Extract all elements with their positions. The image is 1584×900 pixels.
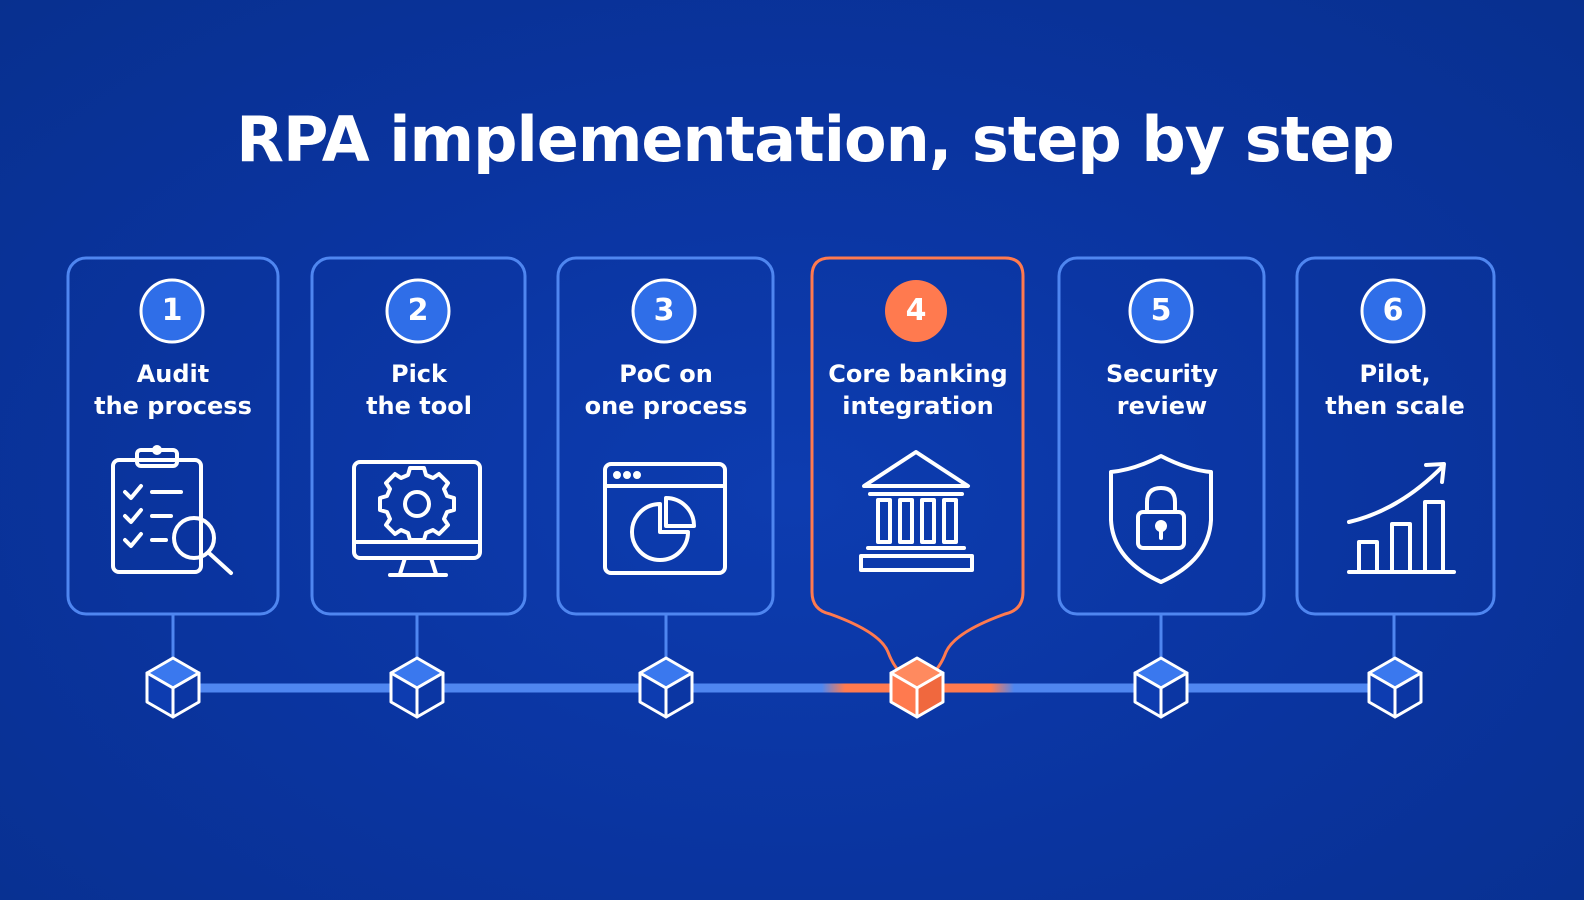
step-card-5	[1057, 256, 1266, 719]
step-label-4: Core banking integration	[813, 358, 1023, 422]
step-label-line1: Audit	[136, 360, 210, 388]
step-badge	[885, 280, 947, 342]
step-badge	[1128, 278, 1194, 344]
card-frame-highlighted	[810, 256, 1025, 678]
step-card-1	[66, 256, 280, 719]
step-label-line1: Security	[1105, 360, 1219, 388]
step-number-1: 1	[161, 293, 183, 328]
step-card-3	[556, 256, 775, 719]
step-label-6: Pilot, then scale	[1290, 358, 1500, 422]
step-label-line1: Pilot,	[1359, 360, 1431, 388]
cube-node	[389, 656, 445, 719]
step-badge	[631, 278, 697, 344]
step-label-line1: Core banking	[828, 360, 1008, 388]
step-label-line1: Pick	[390, 360, 447, 388]
step-card-6	[1295, 256, 1496, 719]
step-label-line2: one process	[584, 392, 748, 420]
page-title: RPA implementation, step by step	[236, 103, 1395, 176]
step-number-2: 2	[407, 293, 429, 328]
step-label-3: PoC on one process	[561, 358, 771, 422]
shield-lock-icon	[1109, 454, 1213, 584]
step-label-line1: PoC on	[619, 360, 713, 388]
cube-node	[145, 656, 201, 719]
step-number-3: 3	[653, 293, 675, 328]
step-label-line2: review	[1116, 392, 1208, 420]
cube-node	[1133, 656, 1189, 719]
step-label-2: Pick the tool	[314, 358, 524, 422]
step-label-line2: the tool	[366, 392, 472, 420]
step-label-line2: the process	[94, 392, 252, 420]
checklist-magnifier-icon	[111, 445, 233, 575]
step-badge	[139, 278, 205, 344]
cube-node	[638, 656, 694, 719]
step-badge	[1360, 278, 1426, 344]
step-number-4: 4	[905, 293, 927, 328]
browser-pie-chart-icon	[603, 462, 727, 575]
growth-bar-chart-icon	[1347, 462, 1456, 574]
step-card-2	[310, 256, 527, 719]
step-number-6: 6	[1382, 293, 1404, 328]
step-label-line2: integration	[842, 392, 994, 420]
cube-node	[1367, 656, 1423, 719]
cube-node-highlighted	[889, 656, 945, 719]
bank-building-icon	[859, 450, 974, 572]
step-label-1: Audit the process	[68, 358, 278, 422]
step-label-5: Security review	[1057, 358, 1267, 422]
step-label-line2: then scale	[1325, 392, 1465, 420]
step-number-5: 5	[1150, 293, 1172, 328]
step-badge	[385, 278, 451, 344]
monitor-gear-icon	[352, 460, 482, 577]
step-card-4	[810, 256, 1025, 719]
